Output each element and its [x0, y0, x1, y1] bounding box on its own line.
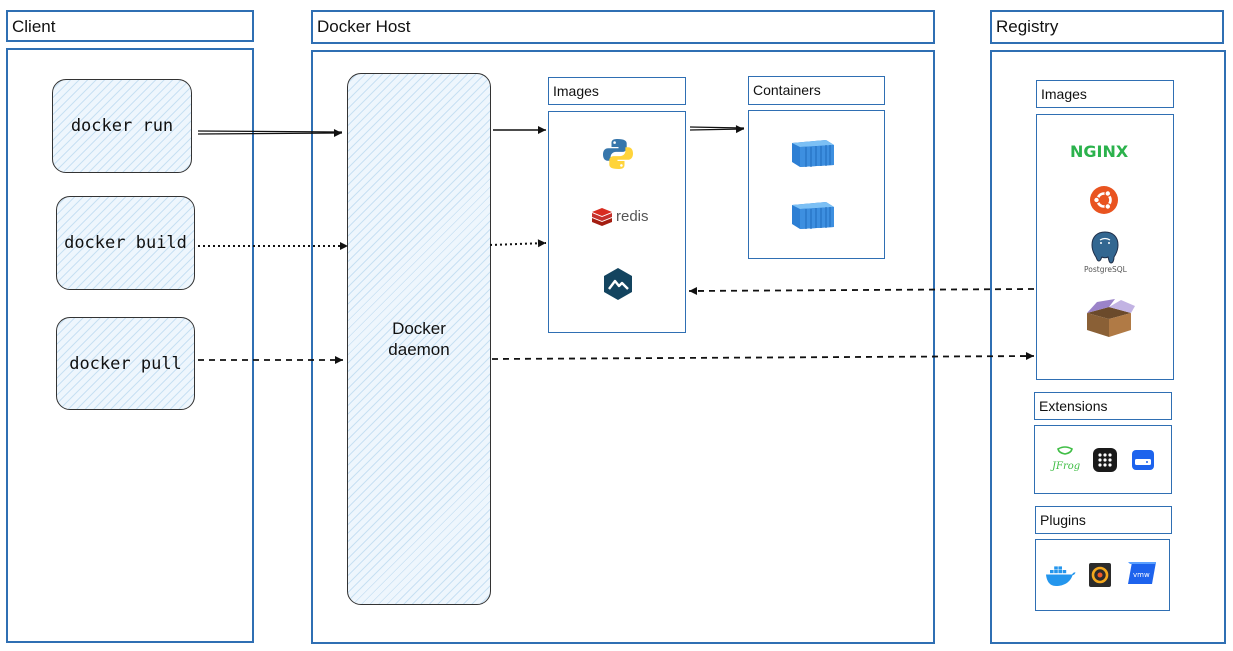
jfrog-text: JFrog	[1050, 461, 1080, 472]
host-images-title: Images	[548, 77, 686, 105]
run-arrow	[197, 129, 343, 138]
container-icon	[792, 202, 834, 229]
extensions-title: Extensions	[1034, 392, 1172, 420]
docker-daemon-label: Docker daemon	[388, 319, 450, 359]
container-icon	[792, 140, 834, 167]
images-to-containers-arrow	[689, 125, 745, 134]
registry-to-images-arrow	[688, 286, 1035, 295]
nginx-logo-text: NGINX	[1070, 142, 1129, 161]
containers-title: Containers	[748, 76, 885, 105]
vmware-text: vmw	[1133, 571, 1150, 579]
jfrog-icon: JFrog	[1050, 446, 1080, 472]
registry-images-title: Images	[1036, 80, 1174, 108]
grid-dots-icon	[1093, 448, 1117, 472]
vmware-icon: vmw	[1128, 562, 1156, 584]
ubuntu-icon	[1090, 186, 1118, 214]
containers-panel	[748, 110, 885, 259]
nginx-logo-icon: NGINX	[1070, 142, 1129, 161]
grafana-icon	[1089, 563, 1111, 587]
drive-icon	[1132, 450, 1154, 470]
registry-title: Registry	[990, 10, 1224, 44]
docker-run-command[interactable]: docker run	[52, 79, 192, 173]
redis-text: redis	[616, 208, 649, 225]
redis-icon: redis	[592, 208, 649, 226]
postgresql-icon: PostgreSQL	[1084, 231, 1128, 274]
daemon-to-registry-arrow	[491, 352, 1035, 361]
docker-pull-command[interactable]: docker pull	[56, 317, 195, 410]
docker-host-title: Docker Host	[311, 10, 935, 44]
docker-whale-icon	[1046, 566, 1076, 586]
portainer-icon	[604, 268, 632, 300]
plugins-title: Plugins	[1035, 506, 1172, 534]
postgresql-text: PostgreSQL	[1084, 265, 1128, 274]
package-box-icon	[1087, 299, 1135, 337]
python-icon	[603, 139, 633, 169]
build-to-images-arrow	[489, 239, 547, 248]
docker-daemon[interactable]: Docker daemon	[347, 73, 491, 605]
client-title: Client	[6, 10, 254, 42]
docker-build-command[interactable]: docker build	[56, 196, 195, 290]
